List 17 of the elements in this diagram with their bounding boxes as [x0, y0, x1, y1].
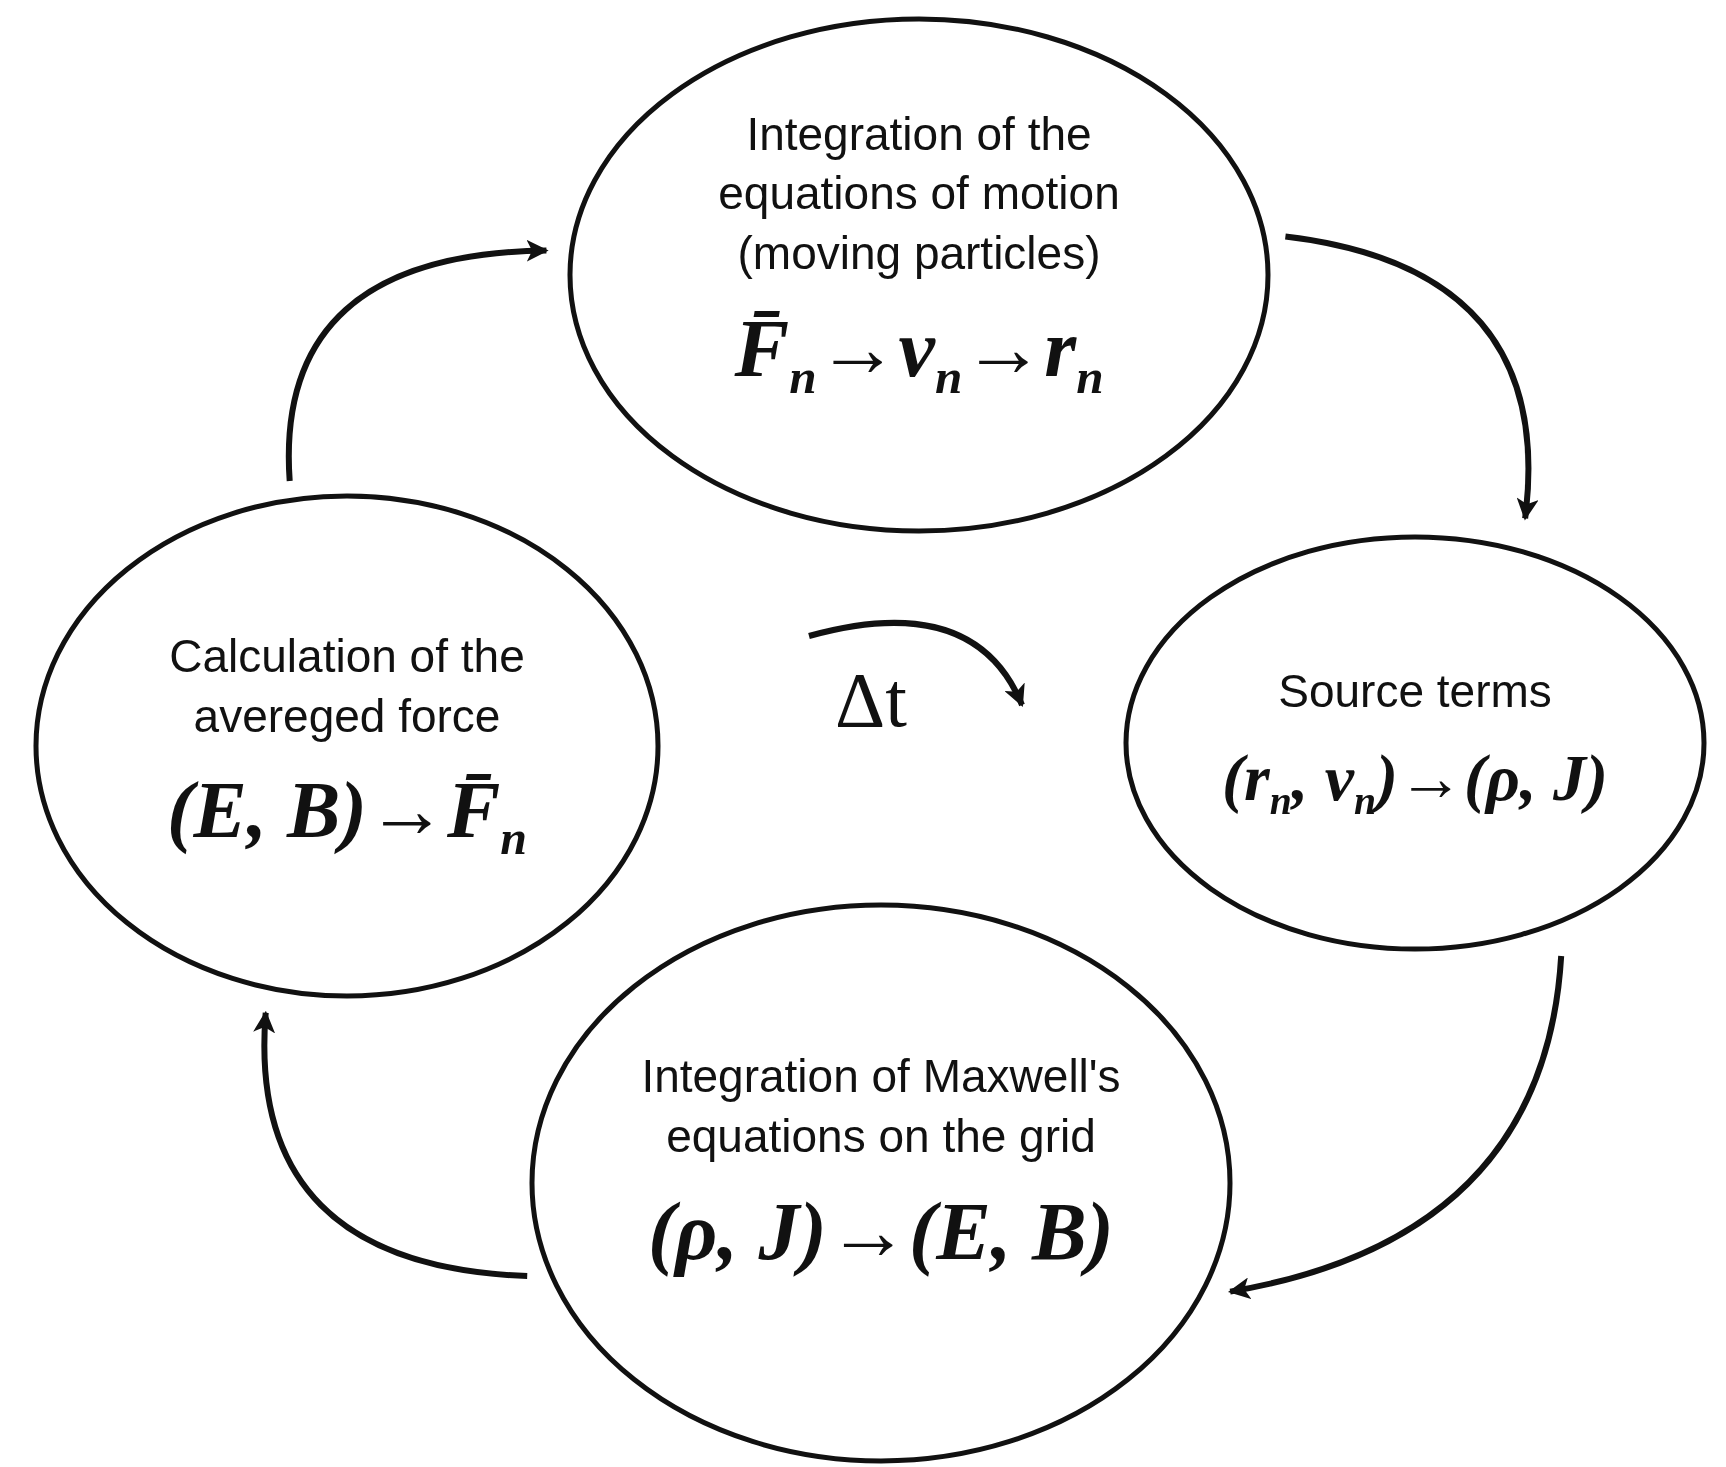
step-label: Calculation of the avereged force: [168, 629, 526, 745]
step-label: Source terms: [1277, 664, 1553, 720]
arrow: [254, 1010, 528, 1279]
arrow: [286, 240, 549, 482]
arrow: [1284, 233, 1538, 521]
formula: (E, B)→F̄$_{n}$: [166, 764, 528, 865]
arrow: [1228, 955, 1565, 1299]
formula: (r$_{n}$, v$_{n}$)→(ρ, J): [1222, 739, 1608, 824]
process-ellipse: [33, 493, 661, 999]
formula: (ρ, J)→(E, B): [648, 1184, 1114, 1279]
step-label: Integration of the equations of motion (moving particles): [717, 106, 1121, 282]
process-ellipse: [567, 16, 1271, 534]
process-ellipse: [529, 902, 1233, 1464]
time-step-label: Δt: [835, 655, 907, 745]
process-ellipse: [1123, 534, 1707, 952]
formula: F̄$_{n}$→v$_{n}$→r$_{n}$: [734, 302, 1104, 406]
step-label: Integration of Maxwell's equations on the grid: [640, 1049, 1122, 1164]
